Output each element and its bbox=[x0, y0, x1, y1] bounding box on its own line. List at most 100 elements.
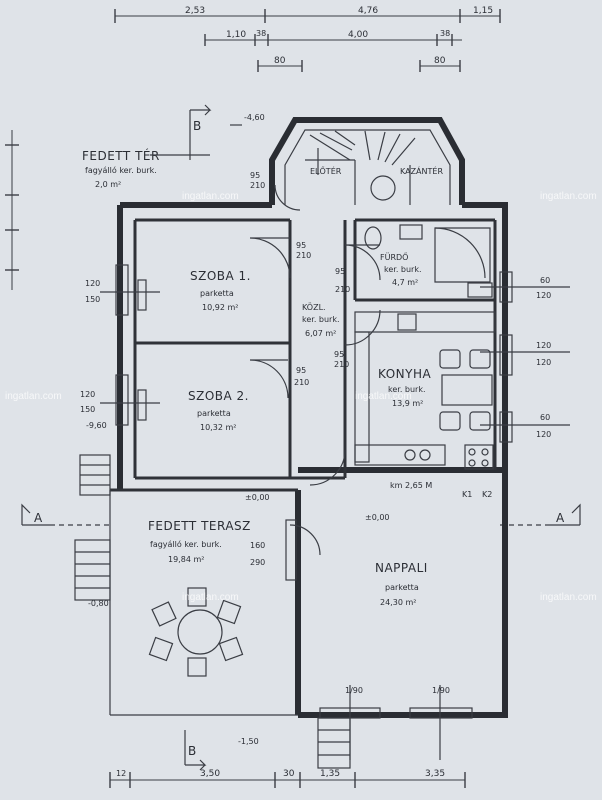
dim-top-2: 4,76 bbox=[358, 6, 378, 16]
watermarks: ingatlan.com ingatlan.com ingatlan.com i… bbox=[5, 191, 597, 603]
kitchen-fixtures: km 2,65 M K1 K2 bbox=[354, 311, 496, 499]
level-ground: ±0,00 bbox=[245, 493, 270, 502]
level-marks: -4,60 -9,60 ±0,00 ±0,00 -0,80 -1,50 bbox=[86, 113, 390, 746]
dim-bottom-5: 3,35 bbox=[425, 769, 445, 779]
door-4-w: 95 bbox=[250, 171, 260, 180]
fedett-terasz-finish: fagyálló ker. burk. bbox=[150, 539, 222, 549]
win-right-3-h: 120 bbox=[536, 430, 551, 439]
outer-walls bbox=[109, 202, 508, 718]
door-3-h: 210 bbox=[294, 378, 309, 387]
watermark-5: ingatlan.com bbox=[182, 592, 239, 603]
dim-top-1: 2,53 bbox=[185, 6, 205, 16]
door-1-w: 95 bbox=[296, 241, 306, 250]
bathroom-fixtures bbox=[364, 224, 493, 298]
win-right-2-w: 120 bbox=[536, 341, 551, 350]
furdo-name: FÜRDŐ bbox=[380, 252, 408, 262]
szoba2-area: 10,32 m² bbox=[200, 423, 236, 432]
furdo-area: 4,7 m² bbox=[392, 278, 418, 287]
fedett-ter-area: 2,0 m² bbox=[95, 180, 121, 189]
door-4-h: 210 bbox=[250, 181, 265, 190]
win-right-1-w: 60 bbox=[540, 276, 550, 285]
door-5-h: 210 bbox=[334, 360, 349, 369]
section-markers: B B A A bbox=[21, 104, 581, 771]
win-left-1-w: 120 bbox=[85, 279, 100, 288]
szoba1-finish: parketta bbox=[200, 289, 234, 298]
fedett-ter-finish: fagyálló ker. burk. bbox=[85, 165, 157, 175]
szoba2-finish: parketta bbox=[197, 409, 231, 418]
szoba1-area: 10,92 m² bbox=[202, 303, 238, 312]
bottom-window-2: 1/90 bbox=[432, 686, 450, 695]
fedett-terasz-name: FEDETT TERASZ bbox=[148, 519, 251, 533]
fedett-ter-name: FEDETT TÉR bbox=[82, 148, 160, 163]
dim-bottom-3: 30 bbox=[283, 769, 295, 779]
watermark-6: ingatlan.com bbox=[540, 592, 597, 603]
door-3-w: 95 bbox=[296, 366, 306, 375]
door-6-w: 160 bbox=[250, 541, 265, 550]
door-2-h: 210 bbox=[335, 285, 350, 294]
watermark-3: ingatlan.com bbox=[5, 391, 62, 402]
furdo-finish: ker. burk. bbox=[384, 265, 422, 274]
dim-top-3: 1,15 bbox=[473, 6, 493, 16]
dim-row3-1: 80 bbox=[274, 56, 286, 66]
dim-row2-2: 38 bbox=[256, 29, 266, 38]
win-left-2-w: 120 bbox=[80, 390, 95, 399]
konyha-name: KONYHA bbox=[378, 367, 431, 381]
dim-bottom-4: 1,35 bbox=[320, 769, 340, 779]
eloter-label: ELŐTÉR bbox=[310, 165, 342, 176]
door-5-w: 95 bbox=[334, 350, 344, 359]
bottom-window-1: 1/90 bbox=[345, 686, 363, 695]
door-6-h: 290 bbox=[250, 558, 265, 567]
section-b-top: B bbox=[193, 119, 202, 133]
win-right-2-h: 120 bbox=[536, 358, 551, 367]
kozl-area: 6,07 m² bbox=[305, 329, 336, 338]
watermark-4: ingatlan.com bbox=[355, 391, 412, 402]
left-edge-marks bbox=[5, 130, 19, 290]
section-b-bottom: B bbox=[188, 744, 197, 758]
door-1-h: 210 bbox=[296, 251, 311, 260]
dim-bottom-1: 12 bbox=[116, 769, 126, 778]
szoba2-name: SZOBA 2. bbox=[188, 389, 249, 403]
win-right-3-w: 60 bbox=[540, 413, 550, 422]
dim-row2-3: 4,00 bbox=[348, 30, 368, 40]
win-left-1-h: 150 bbox=[85, 295, 100, 304]
kozl-finish: ker. burk. bbox=[302, 315, 340, 324]
terrace-table-set bbox=[148, 587, 244, 677]
nappali-name: NAPPALI bbox=[375, 561, 428, 575]
windows-left: 120 150 120 150 bbox=[80, 264, 160, 426]
door-2-w: 95 bbox=[335, 267, 345, 276]
dim-bottom-2: 3,50 bbox=[200, 769, 220, 779]
konyha-finish: ker. burk. bbox=[388, 385, 426, 394]
room-labels: FÜRDŐ ker. burk. 4,7 m² SZOBA 1. parkett… bbox=[148, 252, 431, 607]
kitchen-code-1: K1 bbox=[462, 490, 472, 499]
win-right-1-h: 120 bbox=[536, 291, 551, 300]
bottom-dimension-chain: 12 3,50 30 1,35 3,35 bbox=[109, 769, 466, 788]
doors: 95 210 95 210 95 210 95 210 95 210 160 2… bbox=[249, 171, 381, 581]
kitchen-note: km 2,65 M bbox=[390, 481, 432, 490]
fedett-terasz-area: 19,84 m² bbox=[168, 555, 204, 564]
watermark-2: ingatlan.com bbox=[540, 191, 597, 202]
level-stair-bottom: -0,80 bbox=[88, 599, 109, 608]
kazanter-label: KAZÁNTÉR bbox=[400, 165, 443, 176]
section-a-right: A bbox=[556, 511, 565, 525]
fedett-ter: FEDETT TÉR fagyálló ker. burk. 2,0 m² bbox=[82, 148, 210, 189]
windows-right: 60 120 120 120 60 120 bbox=[480, 271, 570, 443]
level-terrace-left: -9,60 bbox=[86, 421, 107, 430]
nappali-area: 24,30 m² bbox=[380, 598, 416, 607]
dim-row2-1: 1,10 bbox=[226, 30, 246, 40]
nappali-finish: parketta bbox=[385, 583, 419, 592]
szoba1-name: SZOBA 1. bbox=[190, 269, 251, 283]
interior-walls bbox=[133, 218, 497, 480]
dim-row2-4: 38 bbox=[440, 29, 450, 38]
level-terrace-mark: ±0,00 bbox=[365, 513, 390, 522]
terrace-stairs bbox=[74, 454, 111, 601]
konyha-area: 13,9 m² bbox=[392, 399, 423, 408]
win-left-2-h: 150 bbox=[80, 405, 95, 414]
kitchen-code-2: K2 bbox=[482, 490, 492, 499]
bottom-windows: 1/90 1/90 bbox=[319, 685, 473, 760]
level-top: -4,60 bbox=[244, 113, 265, 122]
level-bottom: -1,50 bbox=[238, 737, 259, 746]
dim-row3-2: 80 bbox=[434, 56, 446, 66]
entrance-bay: ELŐTÉR KAZÁNTÉR bbox=[269, 117, 465, 205]
top-dimension-chain: 2,53 4,76 1,15 1,10 38 4,00 38 80 80 bbox=[114, 6, 501, 72]
